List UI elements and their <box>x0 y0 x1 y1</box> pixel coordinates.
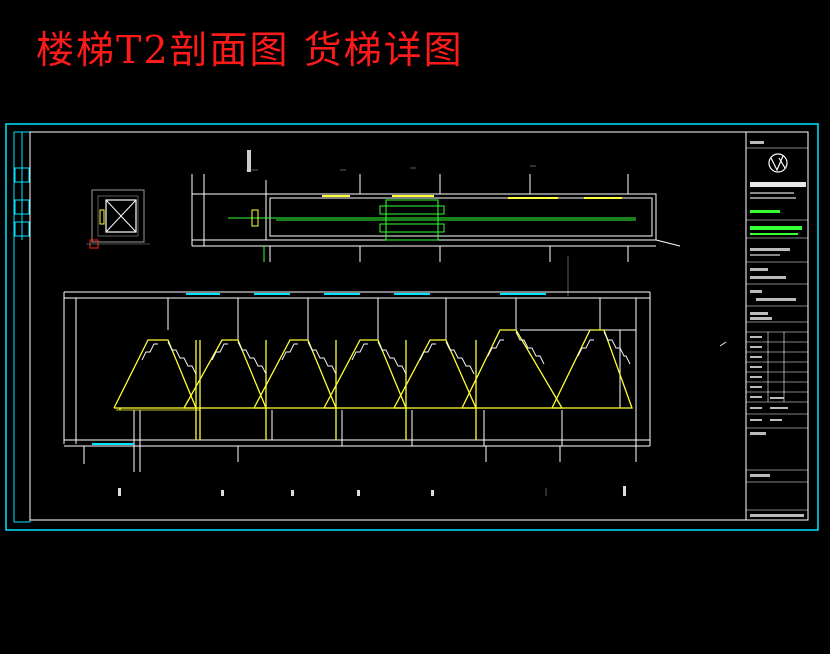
outer-frame <box>5 123 819 531</box>
elevator-section <box>191 150 681 296</box>
title-block-text-lines <box>750 141 806 517</box>
sheet-border <box>29 131 809 521</box>
dp-logo <box>768 153 788 173</box>
stair-section <box>63 291 727 496</box>
title-block <box>745 132 808 520</box>
binding-strip <box>13 131 31 523</box>
elevator-plan <box>86 189 150 249</box>
page-title: 楼梯T2剖面图 货梯详图 <box>36 28 464 72</box>
